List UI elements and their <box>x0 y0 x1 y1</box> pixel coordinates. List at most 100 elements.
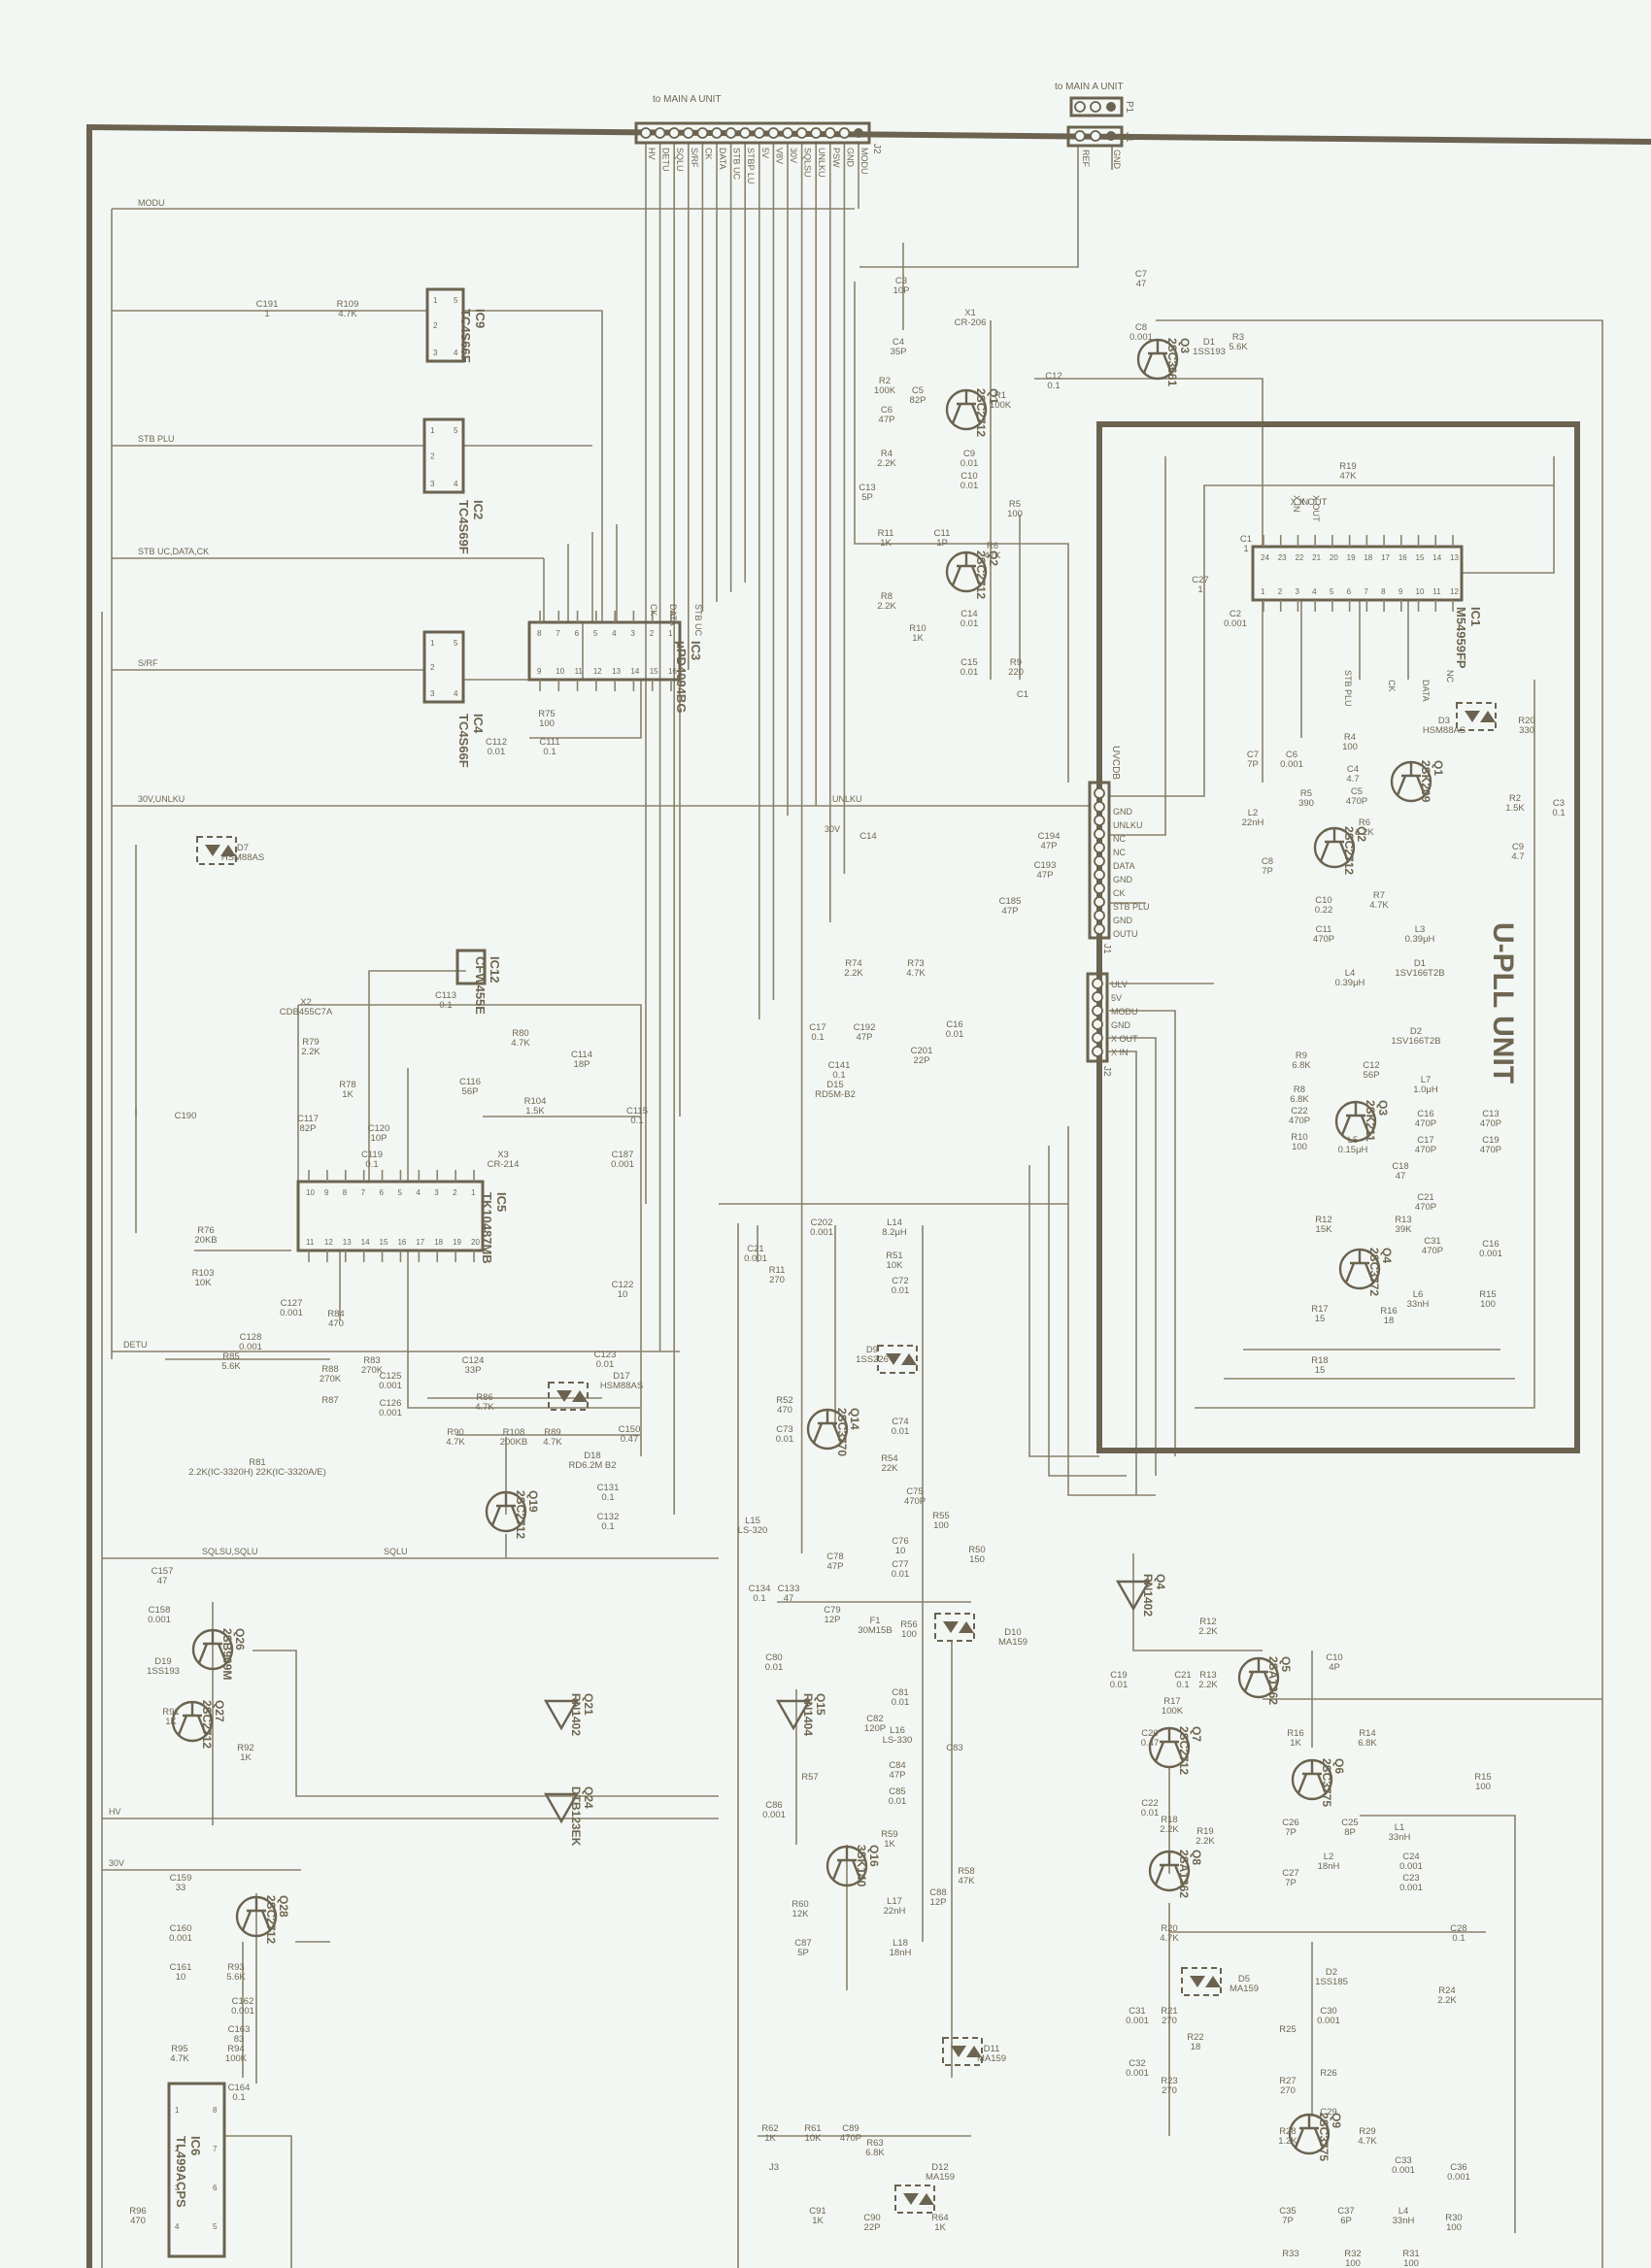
connector-pin <box>1094 828 1105 840</box>
component-value: 270 <box>769 1275 785 1285</box>
net-label: STB PLU <box>1343 670 1353 707</box>
component-ref: C75 <box>906 1486 923 1497</box>
component-ref: L14 <box>887 1217 902 1228</box>
component-value: 30M15B <box>858 1625 892 1636</box>
component-ref: D19 <box>154 1656 171 1667</box>
transistor-part: 2SC3775 <box>1317 2113 1331 2161</box>
diode-package-outline <box>894 2185 935 2214</box>
component-value: 0.1 <box>630 1116 643 1126</box>
component-value: 470P <box>1289 1116 1310 1126</box>
pin-number: 9 <box>537 667 542 676</box>
ic-body <box>296 1180 485 1252</box>
pin-number: 3 <box>430 480 435 488</box>
component-value: 0.15μH <box>1338 1145 1368 1155</box>
component-ref: R88 <box>321 1364 338 1375</box>
pin-label: CK <box>703 148 713 160</box>
pin-label: PSW <box>831 148 841 168</box>
component-value: 4.7K <box>1358 2136 1377 2147</box>
transistor-label: Q22SC2712 <box>974 550 1000 599</box>
component-value: 100 <box>1403 2258 1419 2268</box>
component-value: 15 <box>1315 1365 1326 1376</box>
pin-label: MODU <box>1111 1007 1138 1017</box>
connector-pin <box>1094 883 1105 894</box>
pin-number: 9 <box>1398 587 1403 596</box>
component-value: CR-214 <box>488 1159 520 1170</box>
pin-number: 23 <box>1278 553 1287 562</box>
component-ref: C6 <box>1286 750 1297 760</box>
net-label: S/RF <box>138 658 158 668</box>
ic-ic1: IC1M54959FP24123222321420519618717816915… <box>1251 535 1483 669</box>
component-ref: R27 <box>1279 2076 1296 2086</box>
component-value: 100 <box>933 1520 949 1531</box>
ic-ref: IC5 <box>494 1192 509 1212</box>
j2-note: to MAIN A UNIT <box>653 94 722 105</box>
component-value: HSM88AS <box>1423 725 1466 736</box>
component-value: 0.01 <box>892 1569 910 1580</box>
pin-label: GND <box>1112 150 1122 170</box>
connector-pin <box>1094 869 1105 881</box>
component-value: 470 <box>777 1405 792 1416</box>
component-value: CDB455C7A <box>280 1007 333 1017</box>
diode-icon <box>556 1390 572 1402</box>
pin-number: 15 <box>650 667 658 676</box>
j1-note: to MAIN A UNIT <box>1055 82 1124 92</box>
component-ref: C185 <box>999 896 1022 907</box>
component-ref: D9 <box>866 1345 878 1355</box>
ic-body <box>422 630 465 704</box>
component-ref: L17 <box>887 1896 902 1907</box>
component-ref: D2 <box>1410 1026 1422 1037</box>
transistor-leads <box>1142 340 1173 374</box>
component-value: 0.39μH <box>1405 934 1435 945</box>
component-ref: C16 <box>1417 1109 1433 1119</box>
component-value: 33nH <box>1393 2216 1415 2226</box>
component-value: 0.1 <box>1452 1933 1465 1944</box>
component-value: 1.5K <box>525 1106 545 1117</box>
connector-pin <box>696 127 709 139</box>
component-value: 1SV166T2B <box>1395 968 1444 979</box>
pin-number: 14 <box>361 1238 370 1247</box>
wire <box>1195 680 1535 1409</box>
component-ref: F1 <box>869 1616 880 1626</box>
transistor-leads <box>177 1702 208 1736</box>
component-value: 0.001 <box>1399 1861 1423 1872</box>
pin-number: 2 <box>433 321 438 330</box>
pin-number: 17 <box>1381 553 1390 562</box>
net-label: STB UC <box>693 604 703 637</box>
component-ref: C9 <box>963 449 975 459</box>
component-value: 20KB <box>194 1235 217 1246</box>
component-ref: C13 <box>1482 1109 1499 1119</box>
component-value: 5P <box>797 1948 809 1958</box>
component-ref: R103 <box>192 1268 215 1279</box>
pin-label: 5V <box>760 148 770 158</box>
component-ref: R21 <box>1161 2006 1177 2017</box>
pin-number: 8 <box>1381 587 1386 596</box>
component-ref: C157 <box>152 1566 174 1577</box>
wire <box>1156 319 1603 2268</box>
component-value: 0.001 <box>1399 1883 1423 1893</box>
wire <box>1109 1010 1176 1456</box>
component-ref: C159 <box>170 1873 192 1884</box>
j1-ref: J1 <box>1124 132 1134 143</box>
component-ref: R56 <box>900 1619 917 1630</box>
component-ref: R62 <box>761 2123 778 2134</box>
